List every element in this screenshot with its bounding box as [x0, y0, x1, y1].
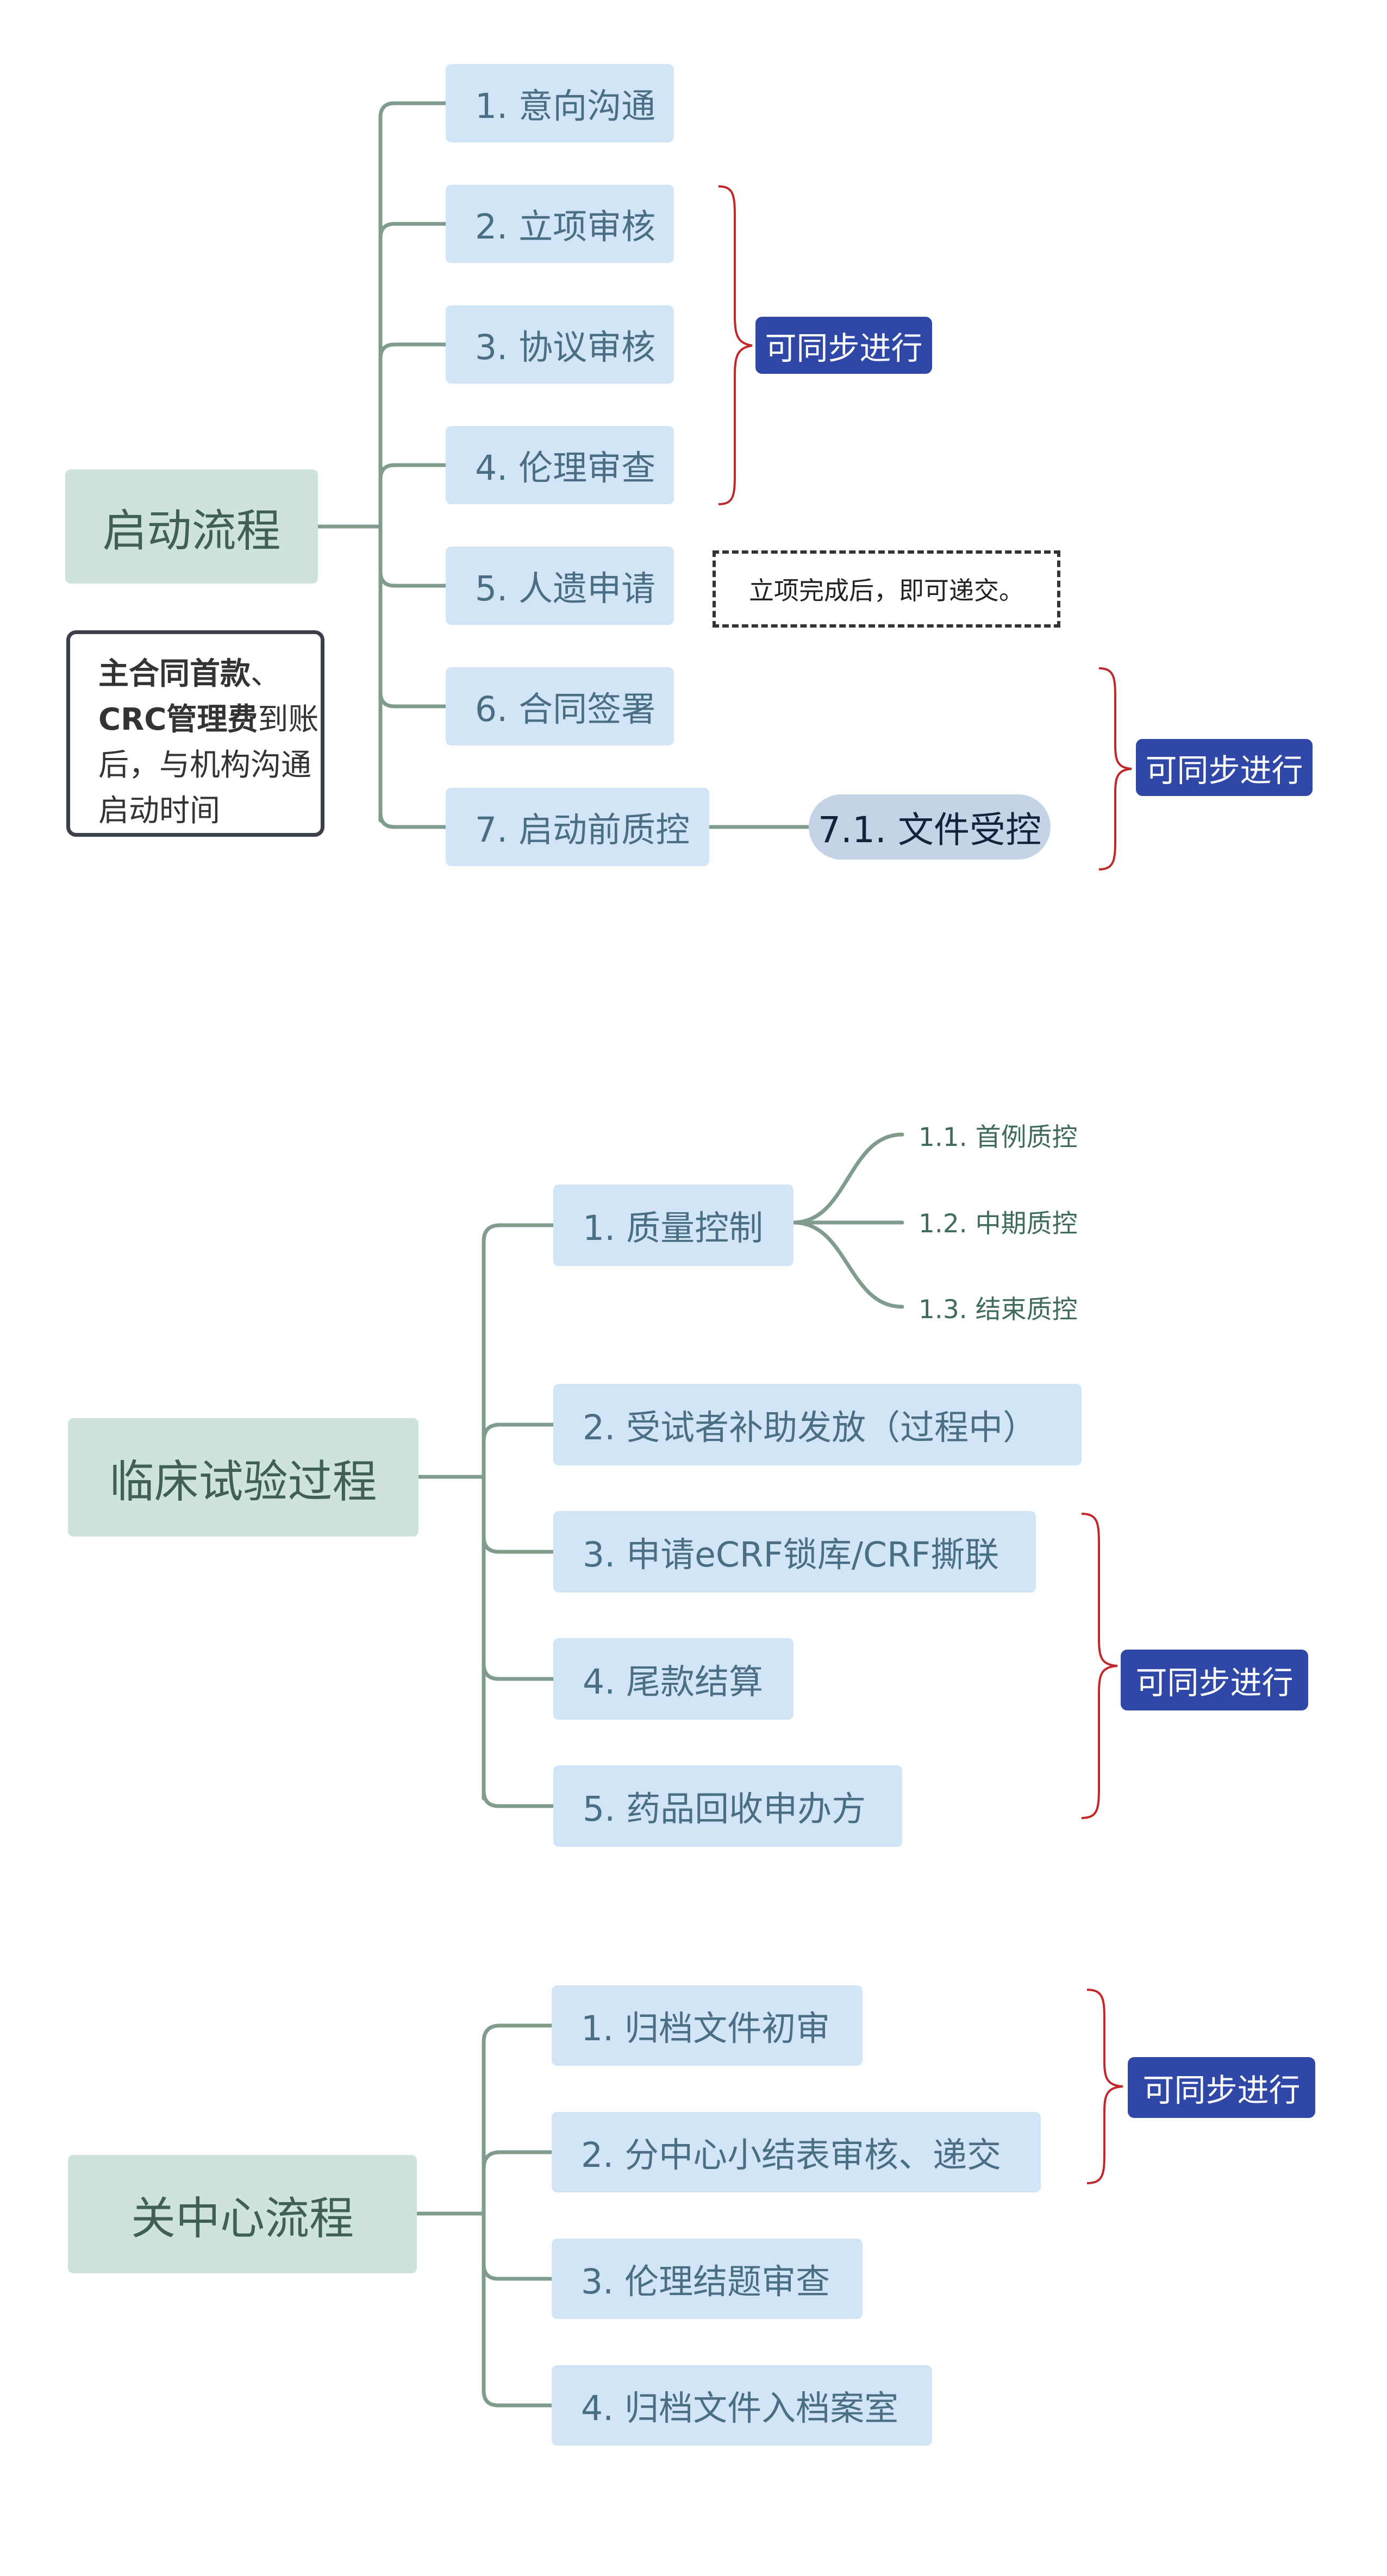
- sync-badge-2: 可同步进行: [1136, 739, 1313, 796]
- topic-archive-storage[interactable]: 4. 归档文件入档案室: [552, 2365, 932, 2446]
- subtopic-midterm-qc[interactable]: 1.2. 中期质控: [919, 1208, 1078, 1239]
- subtopic-first-case-qc[interactable]: 1.1. 首例质控: [919, 1122, 1078, 1152]
- note-text-rest: 到账后，与机构沟通启动时间: [98, 702, 319, 829]
- topic-contract-signing[interactable]: 6. 合同签署: [446, 667, 674, 745]
- note-bold-crc-fee: CRC管理费: [98, 702, 258, 737]
- topic-ethics-review[interactable]: 4. 伦理审查: [446, 426, 674, 504]
- topic-agreement-review[interactable]: 3. 协议审核: [446, 305, 674, 384]
- root-node-site-closeout[interactable]: 关中心流程: [68, 2155, 417, 2273]
- topic-quality-control[interactable]: 1. 质量控制: [553, 1184, 794, 1266]
- subtopic-document-control[interactable]: 7.1. 文件受控: [809, 794, 1051, 860]
- topic-subcenter-summary[interactable]: 2. 分中心小结表审核、递交: [552, 2112, 1041, 2192]
- subtopic-final-qc[interactable]: 1.3. 结束质控: [919, 1294, 1078, 1325]
- root-node-startup[interactable]: 启动流程: [65, 469, 318, 584]
- topic-archive-initial-review[interactable]: 1. 归档文件初审: [552, 1985, 863, 2066]
- root-node-clinical-trial[interactable]: 临床试验过程: [68, 1418, 418, 1537]
- note-payment-startup: 主合同首款、 CRC管理费到账后，与机构沟通启动时间: [66, 630, 324, 837]
- topic-genetic-application[interactable]: 5. 人遗申请: [446, 547, 674, 625]
- note-bold-first-payment: 主合同首款: [98, 656, 251, 692]
- topic-pre-start-qc[interactable]: 7. 启动前质控: [446, 788, 709, 866]
- topic-final-payment[interactable]: 4. 尾款结算: [553, 1638, 794, 1720]
- sync-badge-1: 可同步进行: [755, 317, 932, 374]
- topic-intent-communication[interactable]: 1. 意向沟通: [446, 64, 674, 142]
- topic-subject-subsidy[interactable]: 2. 受试者补助发放（过程中）: [553, 1384, 1082, 1465]
- sync-badge-3: 可同步进行: [1121, 1650, 1308, 1710]
- note-after-project-approval: 立项完成后，即可递交。: [713, 550, 1060, 628]
- topic-project-review[interactable]: 2. 立项审核: [446, 185, 674, 263]
- topic-drug-return[interactable]: 5. 药品回收申办方: [553, 1765, 902, 1847]
- note-text-separator: 、: [251, 656, 281, 692]
- sync-badge-4: 可同步进行: [1128, 2057, 1315, 2118]
- topic-ecrf-lock[interactable]: 3. 申请eCRF锁库/CRF撕联: [553, 1511, 1036, 1593]
- topic-ethics-closure[interactable]: 3. 伦理结题审查: [552, 2239, 863, 2319]
